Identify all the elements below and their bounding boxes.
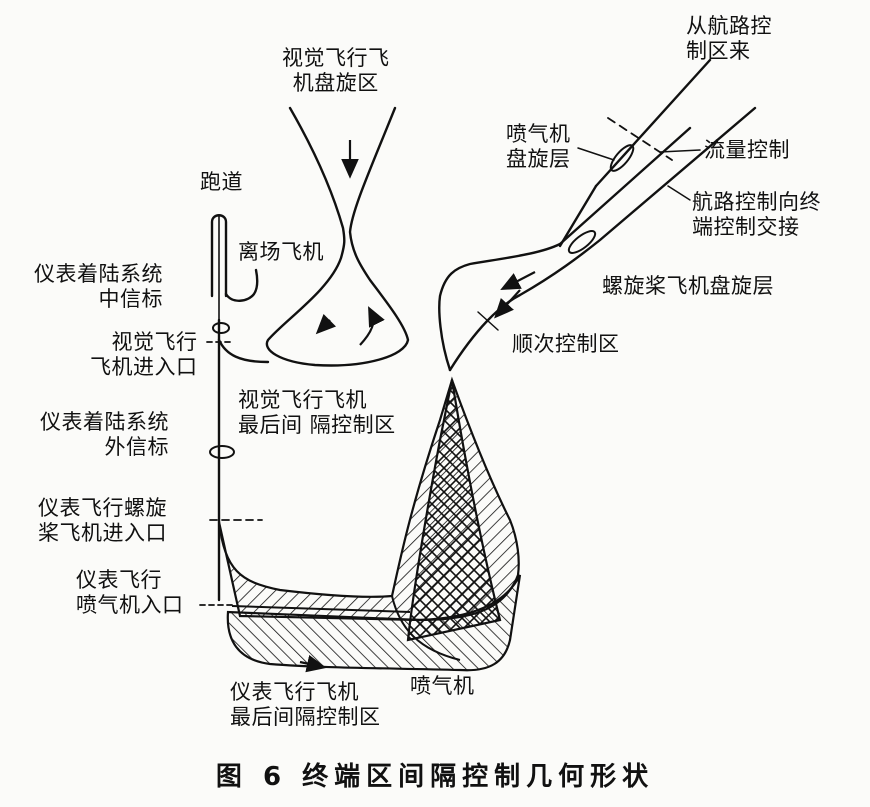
label-sequencing: 顺次控制区	[512, 332, 620, 356]
label-ifr-jet-entry: 仪表飞行 喷气机入口	[76, 568, 184, 617]
label-ifr-prop-entry: 仪表飞行螺旋 桨飞机进入口	[38, 496, 167, 545]
arrow-seq-2	[494, 289, 521, 319]
label-ifr-final: 仪表飞行飞机 最后间隔控制区	[230, 680, 381, 729]
vfr-holding-funnel	[265, 106, 410, 367]
label-flow-control: 流量控制	[704, 138, 790, 162]
arrow-seq-1	[500, 271, 536, 291]
flow-control-line	[607, 117, 673, 161]
middle-marker	[212, 322, 230, 334]
figure-caption: 图 6 终端区间隔控制几何形状	[215, 762, 655, 792]
label-vfr-holding: 视觉飞行飞 机盘旋区	[282, 46, 390, 95]
label-runway: 跑道	[200, 170, 243, 194]
label-from-enroute: 从航路控 制区来	[686, 14, 772, 63]
jet-holding-layer	[609, 144, 635, 172]
departure-path	[224, 268, 259, 302]
prop-holding-layer	[567, 230, 597, 254]
label-vfr-entry: 视觉飞行 飞机进入口	[90, 330, 198, 379]
label-prop-holding: 螺旋桨飞机盘旋层	[602, 274, 774, 298]
sequencing-funnel	[438, 126, 692, 372]
label-jet: 喷气机	[410, 674, 475, 698]
jet-crosshatch-area	[406, 379, 502, 642]
arrow-final	[299, 655, 327, 673]
arrow-holding-1	[315, 313, 337, 335]
label-handoff: 航路控制向终 端控制交接	[692, 190, 821, 239]
enroute-line-a	[594, 58, 712, 188]
label-jet-holding: 喷气机 盘旋层	[506, 122, 571, 171]
label-departure: 离场飞机	[238, 240, 324, 264]
label-vfr-final: 视觉飞行飞机 最后间 隔控制区	[238, 388, 396, 437]
label-middle-marker: 仪表着陆系统 中信标	[34, 262, 163, 311]
vfr-entry-path	[217, 338, 270, 364]
enroute-line-b	[558, 184, 598, 248]
label-outer-marker: 仪表着陆系统 外信标	[40, 410, 169, 459]
arrow-holding-2	[359, 306, 385, 346]
outer-marker	[209, 445, 235, 459]
